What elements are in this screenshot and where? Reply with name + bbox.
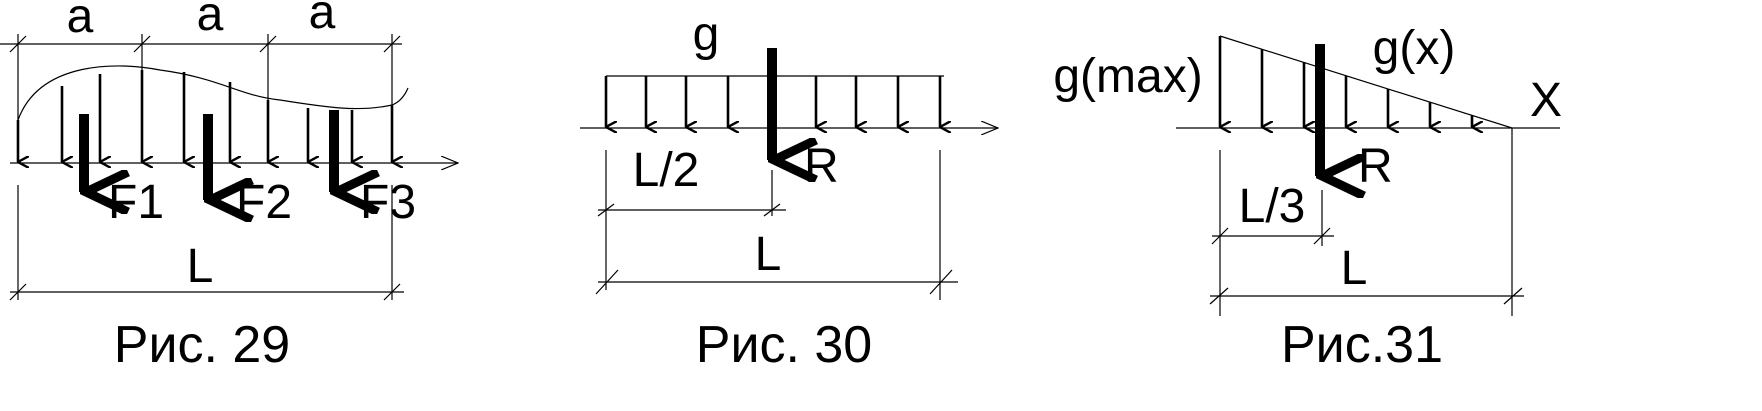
force-f3-label: F3 <box>360 176 416 229</box>
axis-x-label: X <box>1530 74 1562 127</box>
load-curve <box>17 65 409 121</box>
length-label: L <box>187 240 214 293</box>
figure-31: g(max) g(x) X R L/3 L Рис.31 <box>1053 22 1562 374</box>
tick <box>929 269 953 295</box>
resultant-label: R <box>1358 140 1393 193</box>
tick <box>133 35 151 53</box>
load-label: g <box>693 8 720 61</box>
figure-30: g R L/2 L Рис. 30 <box>580 8 998 374</box>
tick <box>9 283 27 301</box>
force-f1-label: F1 <box>108 176 164 229</box>
resultant-label: R <box>804 140 839 193</box>
length-label: L <box>1341 242 1368 295</box>
tick <box>1313 227 1331 245</box>
tick <box>9 35 27 53</box>
length-label: L <box>755 228 782 281</box>
load-slope-line <box>1219 35 1513 129</box>
load-x-label: g(x) <box>1373 22 1456 75</box>
force-f2-label: F2 <box>236 176 292 229</box>
tick <box>1503 287 1523 305</box>
segment-a-label: a <box>67 0 94 43</box>
half-length-label: L/2 <box>633 144 700 197</box>
tick <box>1209 287 1229 305</box>
third-length-label: L/3 <box>1239 180 1306 233</box>
figure-caption: Рис. 29 <box>114 316 290 374</box>
figure-29: a a a F1 F2 F3 L Рис. 29 <box>0 0 458 374</box>
tick <box>597 203 615 217</box>
segment-a-label: a <box>309 0 336 39</box>
tick <box>1211 227 1229 245</box>
figure-caption: Рис. 30 <box>696 316 872 374</box>
tick <box>383 283 401 301</box>
figure-caption: Рис.31 <box>1281 316 1443 374</box>
load-max-label: g(max) <box>1053 50 1202 103</box>
tick <box>763 203 781 217</box>
tick <box>595 269 619 295</box>
tick <box>383 35 401 53</box>
tick <box>259 35 277 53</box>
segment-a-label: a <box>197 0 224 41</box>
